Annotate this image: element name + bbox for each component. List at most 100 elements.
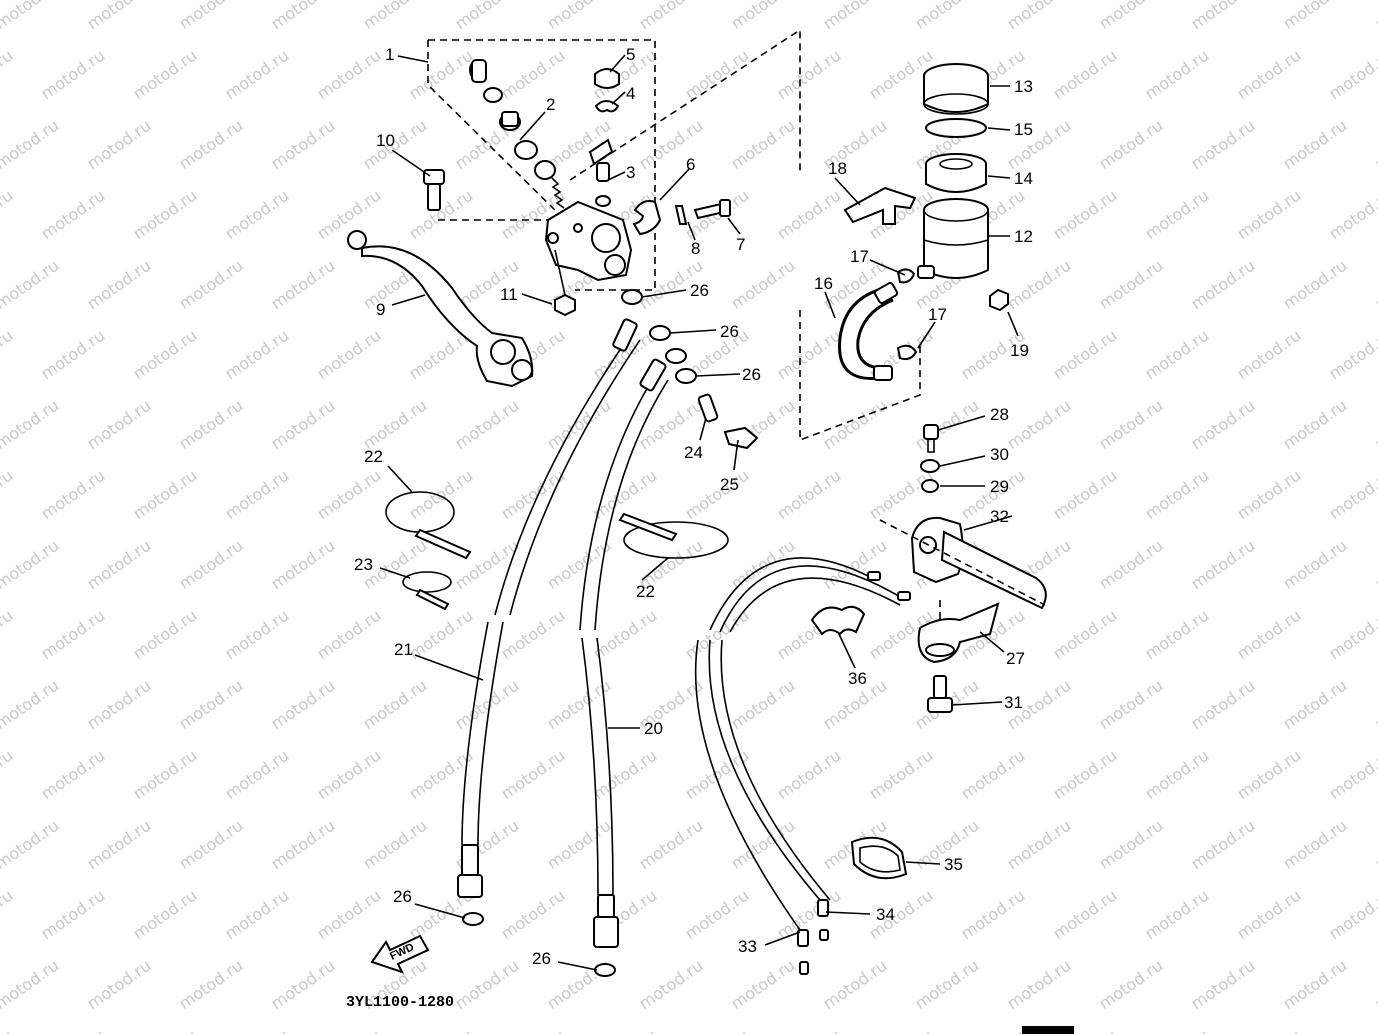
watermark-text: motod.ru: [451, 536, 522, 594]
callout-33: 33: [738, 937, 757, 956]
callout-25: 25: [720, 475, 739, 494]
reservoir-bracket: [843, 186, 917, 225]
watermark-text: motod.ru: [1325, 46, 1378, 104]
brake-hose-21: [457, 318, 641, 898]
watermark-text: motod.ru: [175, 956, 246, 1014]
callout-12: 12: [1014, 227, 1033, 246]
watermark-text: motod.ru: [359, 676, 430, 734]
watermark-text: motod.ru: [1187, 0, 1258, 33]
callout-30: 30: [990, 445, 1009, 464]
pivot-nut: [554, 293, 576, 317]
watermark-text: motod.ru: [1141, 1026, 1212, 1034]
callout-26b: 26: [720, 322, 739, 341]
watermark-text: motod.ru: [1233, 326, 1304, 384]
watermark-text: motod.ru: [129, 46, 200, 104]
watermark-text: motod.ru: [221, 1026, 292, 1034]
callout-15: 15: [1014, 120, 1033, 139]
watermark-text: motod.ru: [727, 956, 798, 1014]
watermark-text: motod.ru: [681, 1026, 752, 1034]
watermark-text: motod.ru: [1279, 0, 1350, 33]
watermark-text: motod.ru: [1279, 256, 1350, 314]
watermark-text: motod.ru: [1095, 816, 1166, 874]
watermark-text: motod.ru: [1371, 816, 1378, 874]
watermark-text: motod.ru: [1003, 956, 1074, 1014]
callout-13: 13: [1014, 77, 1033, 96]
callout-36: 36: [848, 669, 867, 688]
watermark-text: motod.ru: [1187, 536, 1258, 594]
watermark-text: motod.ru: [1279, 536, 1350, 594]
watermark-text: motod.ru: [635, 816, 706, 874]
watermark-text: motod.ru: [129, 606, 200, 664]
watermark-text: motod.ru: [635, 0, 706, 33]
watermark-text: motod.ru: [497, 886, 568, 944]
watermark-text: motod.ru: [1095, 536, 1166, 594]
diaphragm-plate: [925, 118, 987, 138]
diagram-code: 3YL1100-1280: [346, 994, 454, 1011]
watermark-text: motod.ru: [865, 1026, 936, 1034]
corner-mark: [1022, 1026, 1074, 1034]
reservoir-group: [569, 28, 1009, 442]
watermark-text: motod.ru: [451, 396, 522, 454]
holder-clamp: [632, 200, 662, 236]
watermark-text: motod.ru: [1095, 256, 1166, 314]
watermark-text: motod.ru: [1279, 396, 1350, 454]
watermark-text: motod.ru: [129, 326, 200, 384]
hose-clip-lower: [896, 344, 918, 361]
watermark-text: motod.ru: [1371, 536, 1378, 594]
assembly-boundary: [428, 39, 656, 291]
watermark-text: motod.ru: [0, 466, 16, 524]
watermark-text: motod.ru: [1141, 46, 1212, 104]
callout-7: 7: [736, 235, 745, 254]
callout-16: 16: [814, 274, 833, 293]
watermark-text: motod.ru: [1233, 1026, 1304, 1034]
watermark-text: motod.ru: [129, 886, 200, 944]
watermark-text: motod.ru: [635, 116, 706, 174]
watermark-text: motod.ru: [267, 0, 338, 33]
watermark-text: motod.ru: [1279, 956, 1350, 1014]
watermark-text: motod.ru: [37, 326, 108, 384]
callout-5: 5: [626, 45, 635, 64]
watermark-text: motod.ru: [313, 886, 384, 944]
callout-1: 1: [385, 45, 394, 64]
callout-24: 24: [684, 443, 703, 462]
watermark-text: motod.ru: [681, 466, 752, 524]
watermark-text: motod.ru: [267, 256, 338, 314]
watermark-text: motod.ru: [1095, 676, 1166, 734]
pivot-bolt-31: [927, 675, 953, 713]
watermark-text: motod.ru: [451, 0, 522, 33]
watermark-text: motod.ru: [0, 396, 62, 454]
watermark-text: motod.ru: [497, 466, 568, 524]
callout-26c: 26: [742, 365, 761, 384]
watermark-text: motod.ru: [1095, 956, 1166, 1014]
watermark-text: motod.ru: [37, 606, 108, 664]
watermark-text: motod.ru: [83, 256, 154, 314]
watermark-text: motod.ru: [1141, 326, 1212, 384]
watermark-text: motod.ru: [1187, 256, 1258, 314]
watermark-text: motod.ru: [1187, 816, 1258, 874]
callout-27: 27: [1006, 649, 1025, 668]
watermark-text: motod.ru: [1141, 466, 1212, 524]
callout-26a: 26: [690, 281, 709, 300]
watermark-text: motod.ru: [221, 186, 292, 244]
callout-4: 4: [626, 84, 635, 103]
watermark-text: motod.ru: [1325, 1026, 1378, 1034]
watermark-text: motod.ru: [681, 886, 752, 944]
watermark-text: motod.ru: [819, 396, 890, 454]
watermark-text: motod.ru: [1371, 0, 1378, 33]
watermark-text: motod.ru: [313, 46, 384, 104]
callout-20: 20: [644, 719, 663, 738]
callout-32: 32: [990, 507, 1009, 526]
watermark-text: motod.ru: [681, 746, 752, 804]
watermark-text: motod.ru: [1141, 746, 1212, 804]
callout-23: 23: [354, 555, 373, 574]
watermark-text: motod.ru: [727, 676, 798, 734]
watermark-text: motod.ru: [313, 746, 384, 804]
watermark-text: motod.ru: [129, 1026, 200, 1034]
watermark-text: motod.ru: [129, 746, 200, 804]
watermark-text: motod.ru: [543, 396, 614, 454]
watermark-text: motod.ru: [0, 1026, 16, 1034]
watermark-text: motod.ru: [911, 396, 982, 454]
watermark-text: motod.ru: [497, 606, 568, 664]
watermark-text: motod.ru: [83, 676, 154, 734]
